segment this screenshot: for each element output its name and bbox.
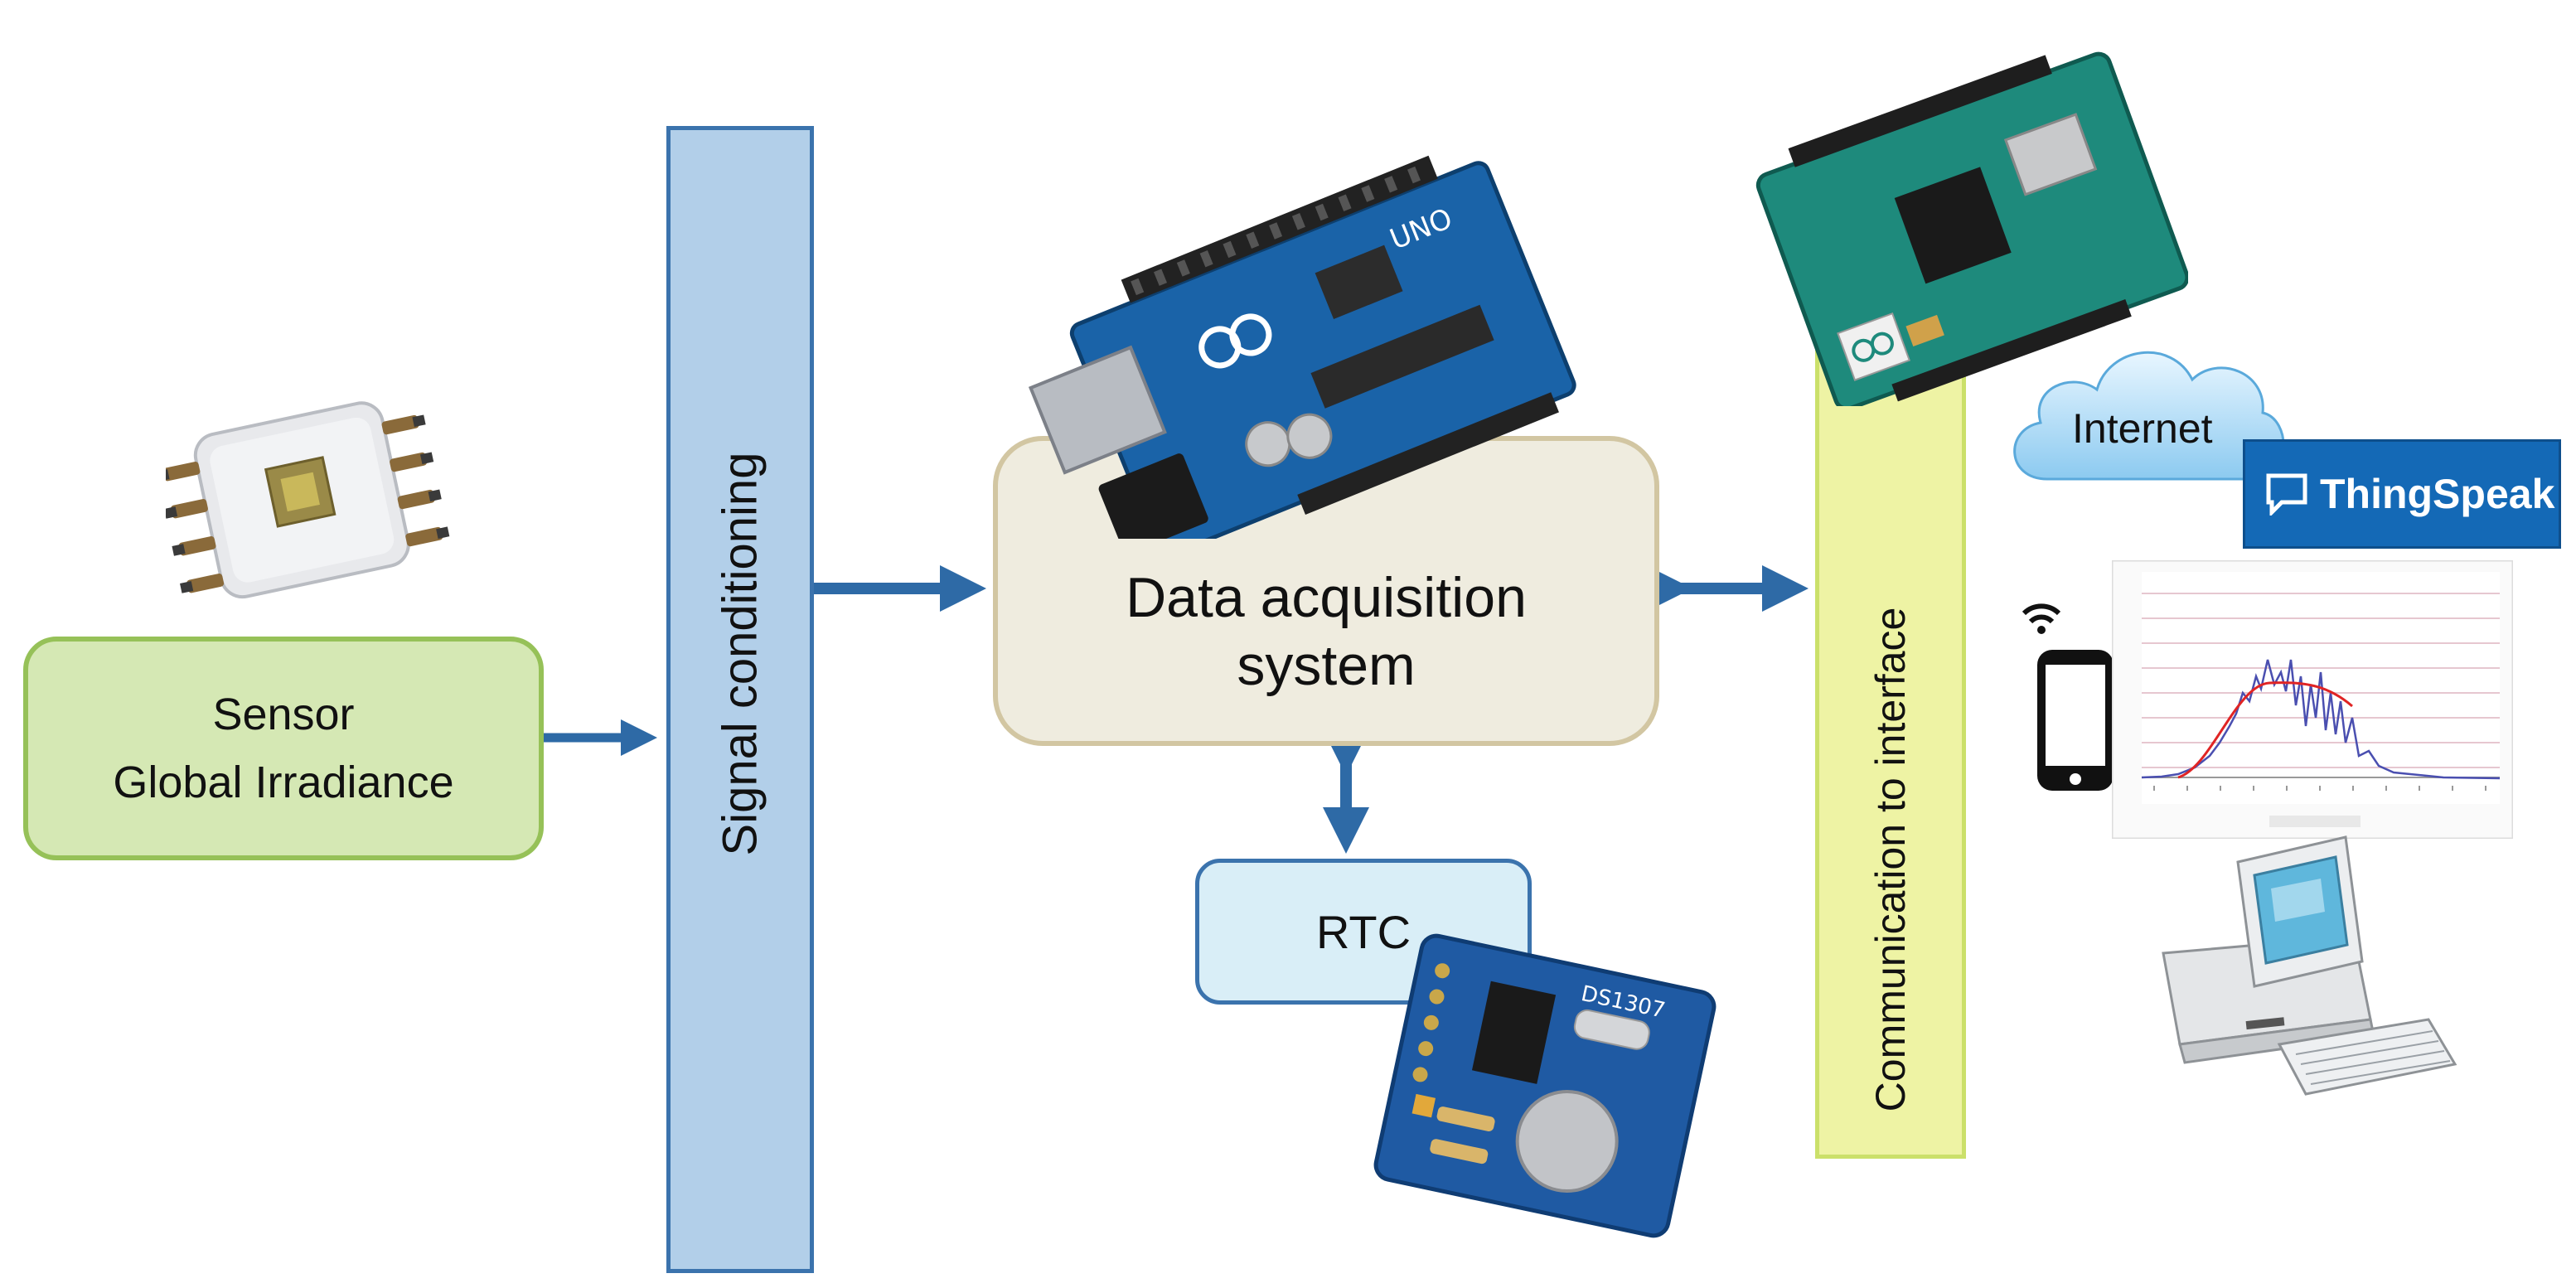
wifi-shield-board-icon — [1755, 51, 2188, 406]
sensor-chip-icon — [166, 401, 450, 599]
irradiance-chart-icon — [2112, 560, 2513, 839]
data-acquisition-label: Data acquisition — [1126, 566, 1527, 629]
sensor-sublabel: Global Irradiance — [113, 758, 454, 807]
thingspeak-label: ThingSpeak — [2320, 471, 2555, 517]
signal-conditioning-bar: Signal conditioning — [666, 126, 814, 1273]
speech-bubble-icon — [2266, 473, 2307, 516]
desktop-computer-icon — [2162, 835, 2457, 1096]
smartphone-icon — [2022, 603, 2114, 791]
sensor-label: Sensor — [212, 690, 355, 739]
communication-bar: Communication to interface — [1815, 307, 1966, 1159]
communication-label: Communication to interface — [1867, 607, 1914, 1111]
sensor-box: Sensor Global Irradiance — [23, 637, 544, 860]
arduino-uno-board-icon: UNO — [1028, 155, 1576, 539]
rtc-module-board-icon: DS1307 — [1373, 933, 1717, 1238]
signal-conditioning-label: Signal conditioning — [713, 452, 767, 856]
internet-label: Internet — [2072, 405, 2213, 452]
data-acquisition-sublabel: system — [1237, 634, 1416, 697]
cloud-icon — [2013, 351, 2285, 481]
rtc-label: RTC — [1315, 905, 1411, 958]
thingspeak-logo: ThingSpeak — [2243, 439, 2561, 549]
